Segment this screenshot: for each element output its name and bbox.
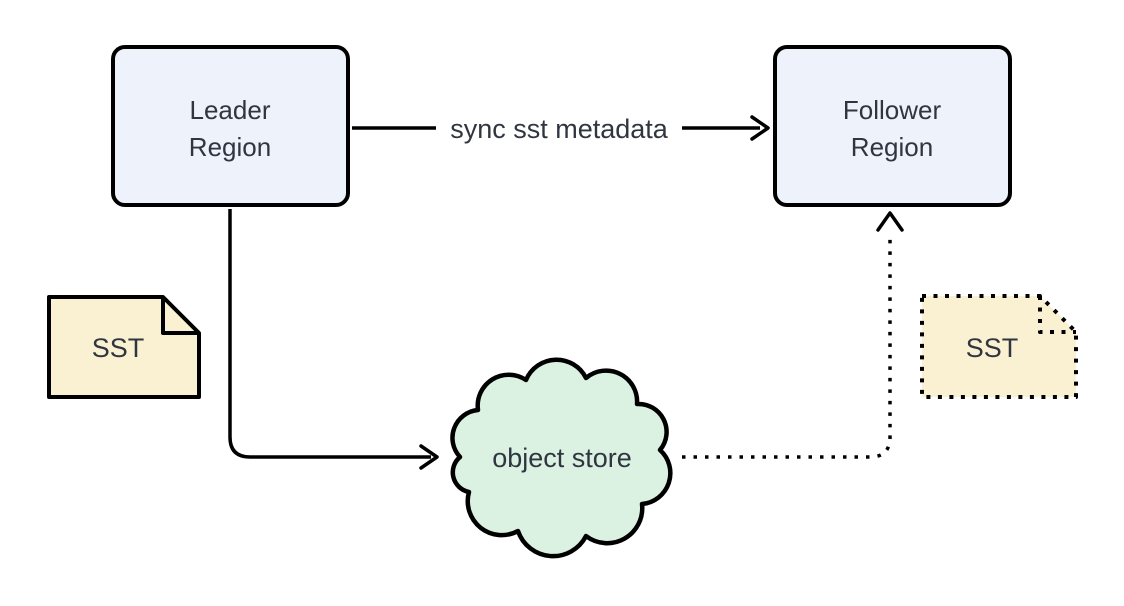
leader-region-label-line1: Leader [190,95,271,125]
follower-region-label-line2: Region [851,132,933,162]
sync-edge-label-bg [436,106,682,150]
sst-right-label: SST [966,333,1019,363]
object-store-cloud [450,357,673,559]
leader-region-node [111,45,350,207]
leader-to-store-arrowhead [419,444,439,470]
object-store-node [450,357,673,559]
object-store-label: object store [492,443,632,473]
follower-region-node [773,45,1012,207]
leader-to-store-edge [228,209,431,459]
sst-document-right-fold [1038,296,1076,334]
sst-document-right [920,294,1078,399]
leader-region-label-line2: Region [189,132,271,162]
sync-edge-arrowhead [750,115,770,141]
follower-region-label-line1: Follower [843,95,942,125]
store-to-follower-edge [682,236,892,459]
sst-document-left-fold [161,297,199,335]
store-to-follower-arrowhead [876,211,904,232]
sst-left-label: SST [92,333,145,363]
sync-edge-label: sync sst metadata [450,114,669,144]
